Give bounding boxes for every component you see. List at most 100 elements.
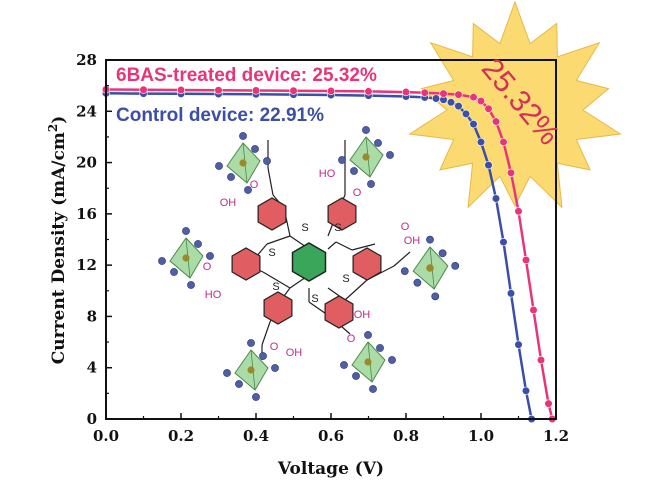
x-tick-label: 0.8	[393, 427, 419, 445]
octahedron-top-left	[215, 132, 271, 194]
x-tick-label: 0.2	[168, 427, 194, 445]
octahedron-top-right	[338, 126, 394, 188]
x-axis-title: Voltage (V)	[277, 459, 384, 479]
oxygen-label: O	[401, 221, 410, 233]
data-point	[446, 98, 456, 107]
data-point	[484, 104, 493, 113]
halide-atom	[400, 267, 409, 276]
aryl-ring	[263, 291, 293, 325]
halide-atom	[369, 385, 377, 393]
oxygen-label: OH	[354, 309, 371, 321]
data-point	[469, 93, 478, 102]
legend-control-label: Control device: 22.91%	[116, 105, 324, 126]
halide-atom	[376, 344, 384, 352]
series-line	[105, 88, 554, 420]
sulfur-label: S	[334, 222, 341, 234]
octahedron-left	[158, 227, 214, 289]
oxygen-label: O	[353, 187, 362, 199]
data-point	[491, 194, 501, 203]
molecule-bond	[267, 167, 274, 196]
data-point	[476, 137, 486, 147]
octahedron-center-atom	[362, 153, 370, 161]
halide-atom	[206, 252, 214, 260]
data-point	[326, 86, 336, 96]
data-point	[506, 168, 516, 177]
halide-atom	[170, 268, 178, 276]
data-point	[499, 137, 508, 147]
central-benzene-ring	[291, 242, 327, 282]
halide-atom	[223, 369, 231, 377]
data-point	[506, 289, 516, 298]
data-point	[439, 89, 448, 98]
molecule-bond	[261, 321, 271, 346]
x-tick-label: 0.0	[93, 427, 119, 445]
legend-6bas-label: 6BAS-treated device: 25.32%	[116, 65, 377, 86]
axis-ticks	[105, 59, 557, 420]
y-axis-title-sup: 2	[46, 124, 60, 132]
octahedron-center-atom	[182, 254, 190, 262]
data-point	[521, 386, 531, 395]
oxygen-label: HO	[319, 168, 336, 180]
data-point	[461, 109, 471, 118]
data-point	[214, 86, 223, 95]
data-point	[454, 102, 463, 111]
oxygen-label: OH	[220, 197, 237, 209]
data-point	[476, 96, 486, 106]
data-point	[176, 85, 186, 95]
halide-atom	[451, 261, 460, 270]
halide-atom	[340, 361, 348, 369]
data-point	[514, 207, 523, 216]
molecule-bond	[351, 243, 376, 251]
halide-atom	[350, 167, 358, 175]
halide-atom	[388, 356, 396, 364]
halide-atom	[251, 145, 259, 153]
series-curves	[101, 85, 557, 424]
oxygen-label: OH	[286, 347, 303, 359]
halide-atom	[362, 126, 370, 134]
molecule-bond	[335, 241, 353, 251]
sulfur-label: S	[311, 293, 318, 305]
octahedron-bottom-right	[340, 331, 396, 393]
aryl-ring	[257, 197, 287, 231]
oxygen-label: HO	[205, 289, 222, 301]
halide-atom	[259, 352, 267, 360]
aryl-ring	[324, 295, 354, 329]
x-tick-label: 1.0	[468, 427, 494, 445]
octahedron-center-atom	[426, 264, 434, 272]
aryl-ring	[327, 197, 357, 231]
halide-atom	[227, 173, 235, 181]
molecule-bond	[262, 271, 291, 289]
halide-atom	[413, 278, 422, 287]
octahedron-center-atom	[247, 366, 255, 374]
sulfur-label: S	[301, 222, 308, 234]
data-point	[529, 305, 538, 315]
data-point	[544, 399, 553, 408]
y-tick-label: 24	[76, 102, 97, 120]
y-tick-label: 12	[76, 256, 97, 274]
oxygen-label: O	[347, 333, 356, 345]
oxygen-label: O	[250, 179, 259, 191]
y-tick-label: 8	[87, 307, 97, 325]
y-axis-title-close: )	[49, 116, 69, 124]
sulfur-label: S	[272, 281, 279, 293]
y-tick-label: 20	[76, 154, 97, 172]
halide-atom	[263, 157, 271, 165]
data-point	[491, 117, 501, 126]
y-axis-title: Current Density (mA/cm2)	[46, 116, 69, 365]
halide-atom	[431, 292, 440, 301]
halide-atom	[438, 249, 447, 258]
data-point	[401, 87, 411, 97]
data-point	[536, 355, 546, 365]
halide-atom	[252, 393, 260, 401]
data-point	[420, 88, 429, 97]
molecule-bond	[266, 235, 291, 245]
y-tick-label: 28	[76, 51, 97, 69]
halide-atom	[187, 281, 195, 289]
data-point	[514, 340, 523, 349]
molecule-bond	[393, 251, 411, 267]
halide-atom	[367, 180, 375, 188]
halide-atom	[374, 139, 382, 147]
